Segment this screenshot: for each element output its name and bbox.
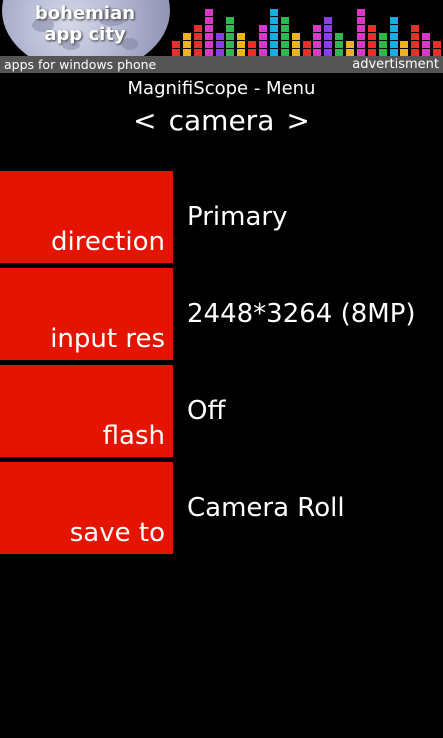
flash-tile-button[interactable]: flash bbox=[0, 365, 173, 457]
equalizer-bar bbox=[204, 8, 213, 56]
equalizer-bar bbox=[356, 8, 365, 56]
equalizer-bar bbox=[433, 40, 441, 56]
equalizer-bar bbox=[269, 8, 278, 56]
input-res-tile-button[interactable]: input res bbox=[0, 268, 173, 360]
equalizer-bar bbox=[215, 32, 224, 56]
ad-brand-line2: app city bbox=[44, 24, 126, 45]
equalizer-bar bbox=[193, 24, 202, 56]
equalizer-bar bbox=[248, 40, 257, 56]
setting-label: save to bbox=[69, 518, 165, 548]
equalizer-bar bbox=[237, 32, 246, 56]
app-title: MagnifiScope - Menu bbox=[127, 78, 316, 99]
setting-value: Off bbox=[187, 396, 226, 426]
ad-equalizer-graphic bbox=[170, 0, 443, 56]
pivot-header: < camera > bbox=[0, 103, 443, 139]
setting-label: direction bbox=[51, 227, 165, 257]
save-to-tile-button[interactable]: save to bbox=[0, 462, 173, 554]
setting-value: Camera Roll bbox=[187, 493, 345, 523]
equalizer-bar bbox=[378, 32, 387, 56]
ad-label: advertisment bbox=[352, 57, 439, 72]
equalizer-bar bbox=[313, 24, 322, 56]
equalizer-bar bbox=[389, 16, 398, 56]
setting-value: Primary bbox=[187, 202, 288, 232]
pivot-prev-button[interactable]: < bbox=[133, 104, 157, 137]
equalizer-bar bbox=[172, 40, 180, 56]
equalizer-bar bbox=[280, 16, 289, 56]
equalizer-bar bbox=[182, 32, 191, 56]
equalizer-bar bbox=[400, 40, 409, 56]
setting-row-flash: flash Off bbox=[0, 365, 443, 457]
setting-row-save-to: save to Camera Roll bbox=[0, 462, 443, 554]
equalizer-bar bbox=[411, 24, 420, 56]
equalizer-bar bbox=[302, 40, 311, 56]
ad-footer: apps for windows phone advertisment bbox=[0, 56, 443, 73]
equalizer-bar bbox=[226, 16, 235, 56]
equalizer-bar bbox=[259, 24, 267, 56]
equalizer-bar bbox=[346, 40, 354, 56]
ad-banner[interactable]: bohemian app city apps for windows phone… bbox=[0, 0, 443, 73]
direction-tile-button[interactable]: direction bbox=[0, 171, 173, 263]
equalizer-bar bbox=[367, 24, 376, 56]
equalizer-bar bbox=[324, 16, 333, 56]
settings-list: direction Primary input res 2448*3264 (8… bbox=[0, 171, 443, 559]
equalizer-bar bbox=[335, 32, 344, 56]
setting-row-direction: direction Primary bbox=[0, 171, 443, 263]
setting-row-input-res: input res 2448*3264 (8MP) bbox=[0, 268, 443, 360]
pivot-title: camera bbox=[168, 104, 275, 137]
equalizer-bar bbox=[422, 32, 431, 56]
equalizer-bar bbox=[291, 32, 300, 56]
setting-label: input res bbox=[50, 324, 165, 354]
ad-brand-line1: bohemian bbox=[34, 3, 136, 24]
setting-label: flash bbox=[102, 421, 165, 451]
pivot-next-button[interactable]: > bbox=[286, 104, 310, 137]
ad-tagline: apps for windows phone bbox=[4, 57, 157, 72]
setting-value: 2448*3264 (8MP) bbox=[187, 299, 416, 329]
